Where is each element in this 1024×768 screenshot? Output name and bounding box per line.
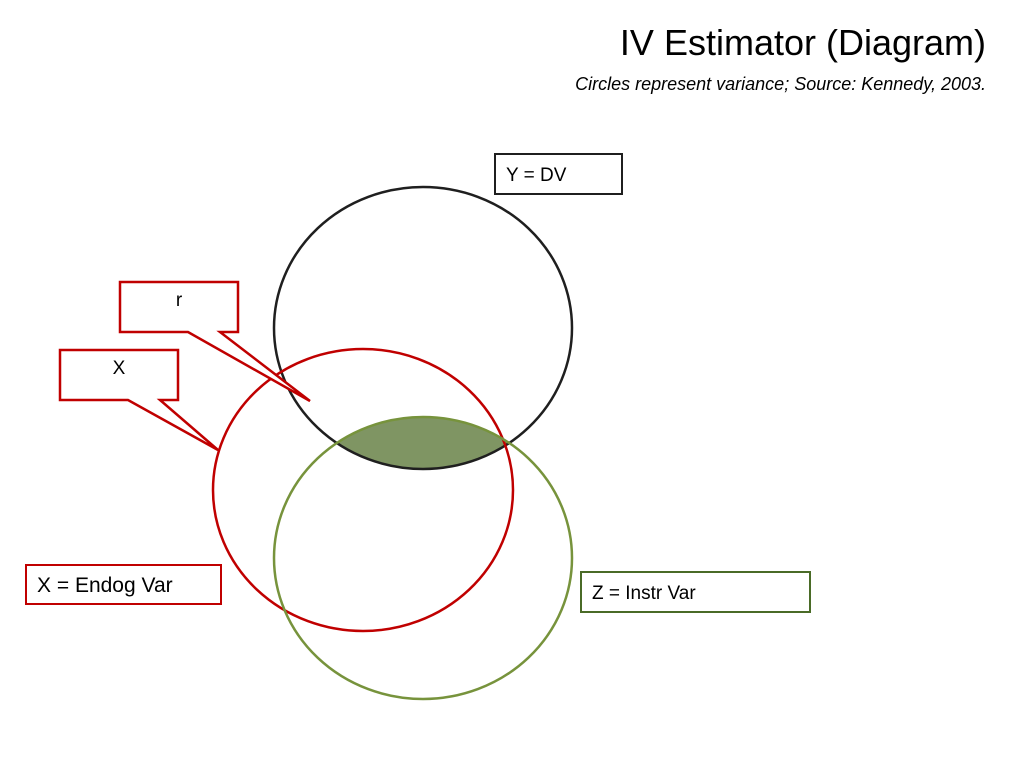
callout-x-box	[58, 348, 219, 452]
callout-r-label: r	[175, 290, 183, 311]
x-endog-var-label: X = Endog Var	[25, 564, 222, 605]
callout-x-label: X	[112, 358, 126, 379]
slide-subtitle: Circles represent variance; Source: Kenn…	[575, 74, 986, 94]
callout-r-box	[118, 280, 311, 403]
z-instr-var-label: Z = Instr Var	[580, 571, 811, 613]
x-variance-circle	[211, 347, 515, 633]
z-variance-circle	[272, 415, 574, 701]
y-dv-label: Y = DV	[494, 153, 623, 195]
slide-title: IV Estimator (Diagram)	[619, 22, 986, 63]
yz-overlap-region	[274, 417, 572, 469]
y-variance-circle	[272, 185, 574, 471]
